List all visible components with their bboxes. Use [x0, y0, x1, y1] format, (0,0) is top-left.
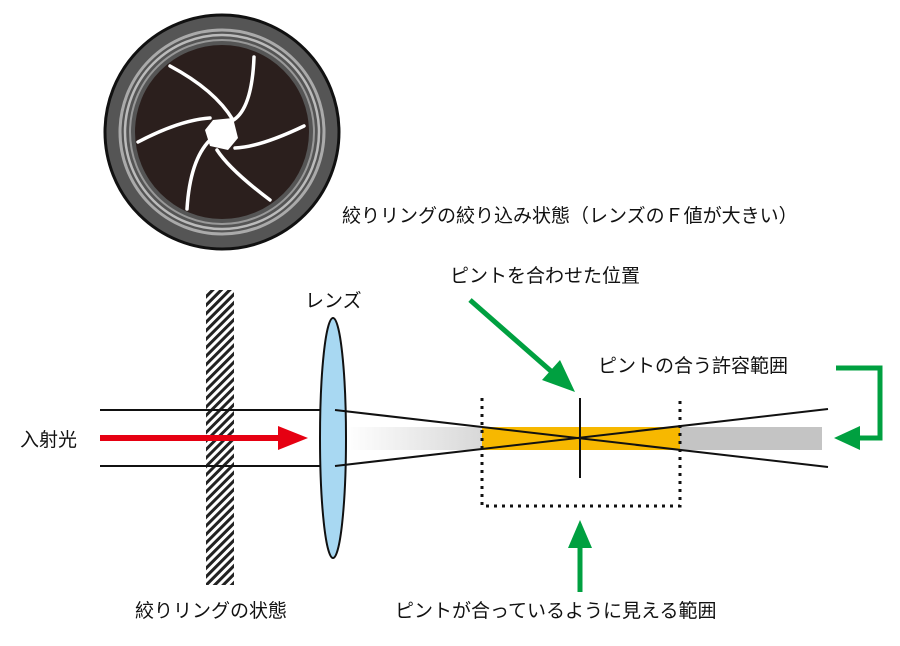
focus-position-arrow [468, 298, 575, 392]
apparent-focus-box [480, 398, 682, 508]
apparent-focus-arrow [568, 520, 592, 592]
aperture-ring-state-label: 絞りリングの状態 [135, 600, 287, 622]
lens-icon [319, 317, 347, 559]
depth-tolerance-label: ピントの合う許容範囲 [598, 355, 788, 377]
beam-fade [345, 427, 482, 450]
defocus-band [680, 427, 822, 450]
focus-position-label: ピントを合わせた位置 [450, 265, 640, 287]
incident-light-arrow [100, 426, 308, 450]
aperture-caption: 絞りリングの絞り込み状態（レンズのＦ値が大きい） [342, 205, 798, 227]
apparent-focus-range-label: ピントが合っているように見える範囲 [395, 600, 716, 622]
ray-bottom [334, 408, 829, 467]
incident-light-label: 入射光 [20, 429, 77, 451]
depth-tolerance-arrow [834, 365, 883, 450]
aperture-ring-icon [103, 13, 341, 251]
lens-label: レンズ [305, 290, 362, 312]
